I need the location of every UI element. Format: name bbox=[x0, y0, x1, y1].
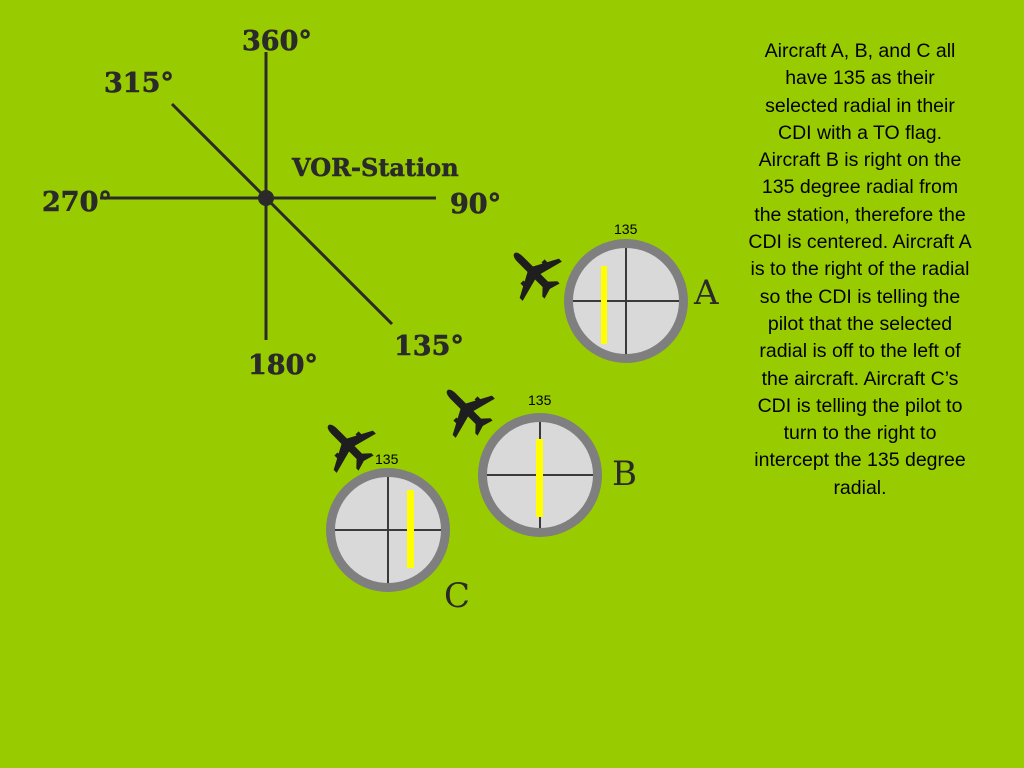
radial-label-180: 180° bbox=[248, 350, 318, 381]
cdi-c-radial-label: 135 bbox=[375, 451, 399, 467]
aircraft-a-group: 135 A bbox=[494, 221, 719, 363]
cdi-a-instrument bbox=[564, 239, 688, 363]
vor-station-label: VOR-Station bbox=[291, 153, 459, 182]
explanation-text: Aircraft A, B, and C all have 135 as the… bbox=[748, 40, 972, 499]
radial-label-315: 315° bbox=[104, 68, 174, 99]
cdi-a-radial-label: 135 bbox=[614, 221, 638, 237]
vor-station-dot bbox=[258, 190, 274, 206]
radial-label-90: 90° bbox=[450, 189, 501, 220]
radial-line-northwest bbox=[170, 102, 268, 200]
cdi-b-radial-label: 135 bbox=[528, 392, 552, 408]
radial-label-135: 135° bbox=[394, 331, 464, 362]
radial-label-360: 360° bbox=[242, 26, 312, 57]
aircraft-b-group: 135 B bbox=[427, 370, 637, 537]
cdi-c-instrument bbox=[326, 468, 450, 592]
aircraft-c-letter: C bbox=[444, 576, 470, 616]
cdi-b-instrument bbox=[478, 413, 602, 537]
aircraft-b-letter: B bbox=[612, 454, 637, 494]
cdi-b-needle bbox=[536, 439, 543, 517]
aircraft-c-group: 135 C bbox=[308, 405, 470, 616]
compass-rose bbox=[100, 52, 436, 340]
airplane-icon bbox=[494, 233, 572, 311]
cdi-c-needle bbox=[407, 490, 414, 568]
aircraft-a-letter: A bbox=[693, 273, 719, 313]
radial-label-270: 270° bbox=[42, 187, 112, 218]
cdi-a-needle bbox=[601, 266, 607, 344]
radial-line-southeast bbox=[264, 196, 394, 326]
